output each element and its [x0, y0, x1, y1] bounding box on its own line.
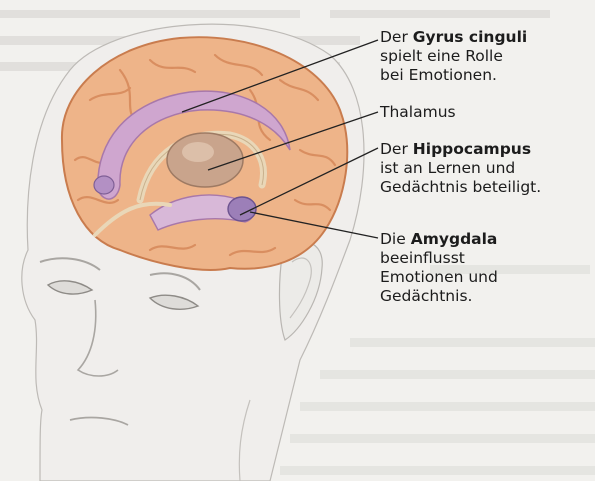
label-gyrus-prefix: Der: [380, 28, 413, 46]
thalamus-highlight: [182, 142, 214, 162]
olfactory-bulb: [94, 176, 114, 194]
label-gyrus-line3: bei Emotionen.: [380, 66, 527, 85]
label-gyrus-line2: spielt eine Rolle: [380, 47, 527, 66]
label-hippocampus-term: Hippocampus: [413, 140, 531, 158]
label-thalamus: Thalamus: [380, 103, 456, 122]
label-hippocampus-line1: Der Hippocampus: [380, 140, 541, 159]
label-amygdala-prefix: Die: [380, 230, 411, 248]
brain: [62, 37, 347, 270]
label-hippocampus-line2: ist an Lernen und: [380, 159, 541, 178]
label-hippocampus-prefix: Der: [380, 140, 413, 158]
label-hippocampus: Der Hippocampus ist an Lernen und Gedäch…: [380, 140, 541, 197]
label-thalamus-text: Thalamus: [380, 103, 456, 122]
label-hippocampus-line3: Gedächtnis beteiligt.: [380, 178, 541, 197]
label-gyrus-term: Gyrus cinguli: [413, 28, 527, 46]
label-amygdala-line2: beeinflusst: [380, 249, 498, 268]
label-amygdala-term: Amygdala: [411, 230, 498, 248]
label-amygdala-line3: Emotionen und: [380, 268, 498, 287]
label-gyrus-cinguli: Der Gyrus cinguli spielt eine Rolle bei …: [380, 28, 527, 85]
label-amygdala-line4: Gedächtnis.: [380, 287, 498, 306]
label-gyrus-line1: Der Gyrus cinguli: [380, 28, 527, 47]
label-amygdala: Die Amygdala beeinflusst Emotionen und G…: [380, 230, 498, 306]
label-amygdala-line1: Die Amygdala: [380, 230, 498, 249]
